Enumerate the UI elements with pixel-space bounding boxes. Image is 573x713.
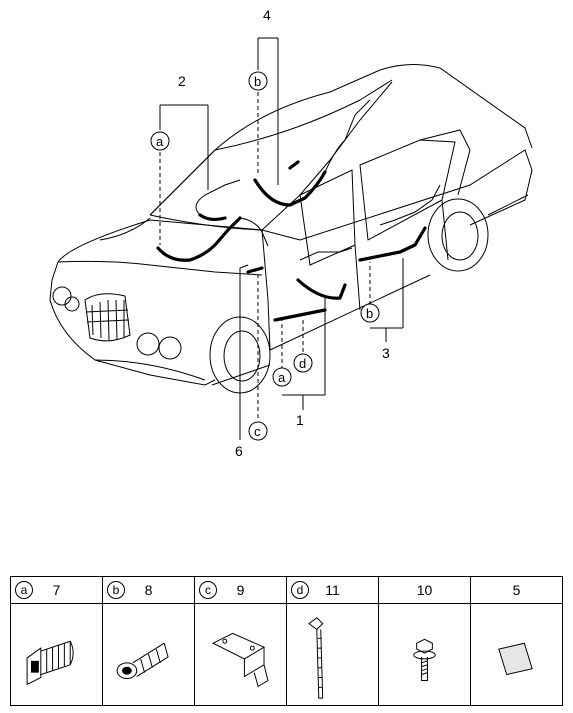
part-number-8: 8 (144, 582, 153, 598)
cable-tie-icon (308, 617, 324, 699)
svg-text:a: a (156, 134, 164, 149)
svg-text:d: d (299, 356, 306, 371)
svg-text:b: b (366, 306, 373, 321)
letter-a-top: a (150, 131, 170, 151)
callout-4: 4 (263, 7, 271, 23)
svg-text:c: c (254, 424, 261, 439)
part-number-10: 10 (416, 582, 433, 598)
part-number-11: 11 (325, 582, 340, 598)
pad-icon (498, 642, 533, 676)
part-cell-9: c 9 (195, 577, 287, 705)
letter-d-bottom: d (293, 353, 313, 373)
part-letter-d: d (291, 581, 309, 599)
car-illustration (49, 64, 533, 394)
callout-2: 2 (178, 73, 186, 89)
bracket-icon (211, 632, 269, 688)
letter-b-right: b (360, 303, 380, 323)
letter-c-bottom: c (248, 421, 268, 441)
part-cell-7: a 7 (11, 577, 103, 705)
bolt-icon (413, 638, 436, 681)
part-letter-a: a (15, 581, 33, 599)
part-letter-c: c (199, 581, 217, 599)
grommet-icon (116, 642, 169, 680)
callout-3: 3 (382, 345, 390, 361)
part-number-5: 5 (512, 582, 521, 598)
part-cell-10: 10 (379, 577, 471, 705)
wiring-harness-diagram: 4 2 1 3 6 b a a d b c (49, 7, 533, 459)
svg-text:a: a (278, 370, 286, 385)
grommet-icon (26, 640, 74, 686)
svg-text:b: b (254, 74, 261, 89)
part-cell-5: 5 (471, 577, 562, 705)
part-number-7: 7 (52, 582, 61, 598)
parts-table: a 7 b 8 c (10, 576, 563, 706)
part-number-9: 9 (236, 582, 245, 598)
letter-a-bottom: a (272, 367, 292, 387)
callout-1: 1 (296, 412, 304, 428)
letter-b-top: b (248, 71, 268, 91)
part-cell-11: d 11 (287, 577, 379, 705)
leader-lines (159, 37, 404, 440)
part-letter-b: b (107, 581, 125, 599)
callout-6: 6 (235, 443, 243, 459)
part-cell-8: b 8 (103, 577, 195, 705)
harness-wires (156, 99, 441, 322)
